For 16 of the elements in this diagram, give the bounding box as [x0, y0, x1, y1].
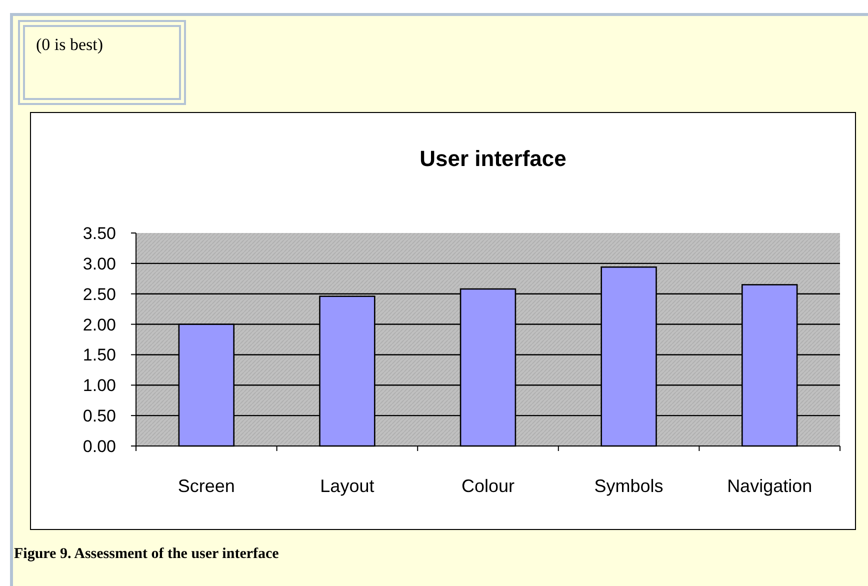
- category-label: Screen: [178, 476, 235, 496]
- tick-label: 1.50: [82, 346, 116, 365]
- note-text: (0 is best): [36, 35, 104, 55]
- tick-label: 0.00: [82, 437, 116, 456]
- figure-caption: Figure 9. Assessment of the user interface: [14, 546, 279, 563]
- chart-title: User interface: [420, 146, 566, 171]
- tick-label: 3.00: [82, 254, 116, 274]
- category-label: Layout: [320, 476, 374, 496]
- tick-label: 2.00: [82, 315, 116, 334]
- category-label: Symbols: [594, 476, 664, 496]
- category-label: Colour: [461, 476, 515, 496]
- tick-label: 1.00: [82, 376, 116, 396]
- tick-label: 0.50: [82, 406, 116, 426]
- tick-label: 3.50: [82, 224, 116, 243]
- category-label: Navigation: [727, 476, 812, 496]
- tick-label: 2.50: [82, 284, 116, 304]
